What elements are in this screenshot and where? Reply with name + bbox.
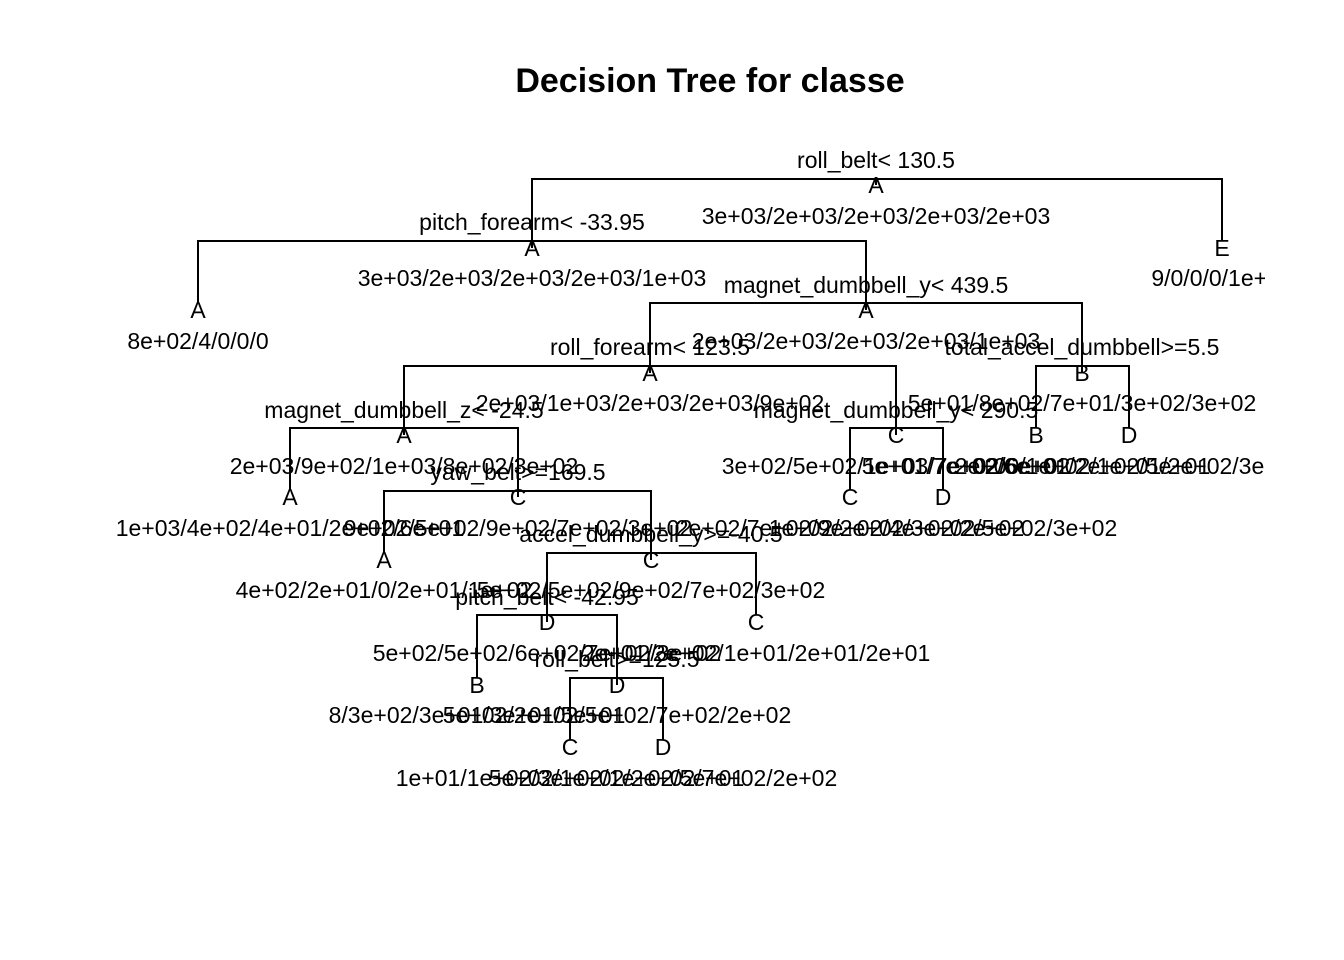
node-class-n43: D — [935, 484, 952, 510]
node-class-n4: A — [190, 297, 206, 323]
node-counts-n42: 2e+02/7e+02/9e+02/4e+02/2e+02 — [676, 515, 1025, 541]
split-label-roll-forearm: roll_forearm< 123.5 — [550, 334, 750, 360]
split-label-magnet-dumbbell-y: magnet_dumbbell_y< 439.5 — [724, 272, 1009, 298]
node-counts-n83: 5e+02/5e+02/9e+02/7e+02/3e+02 — [477, 577, 826, 603]
node-class-n11: B — [1074, 360, 1089, 386]
node-counts-n23: 2e+00/1e+02/1e+01/2e+02/3e+02 — [955, 453, 1304, 479]
node-class-n666: C — [562, 734, 579, 760]
node-class-n3: E — [1214, 235, 1229, 261]
node-class-n41: C — [510, 484, 527, 510]
edge-n21 — [849, 427, 944, 490]
split-label-accel-dumbbell-y: accel_dumbbell_y>=-40.5 — [519, 521, 782, 547]
edge-n10 — [403, 365, 897, 428]
split-label-yaw-belt: yaw_belt>=169.5 — [430, 459, 605, 485]
edge-n41 — [383, 490, 652, 553]
edge-n333 — [569, 677, 664, 740]
node-class-n667: D — [655, 734, 672, 760]
edge-n83 — [546, 552, 757, 615]
node-class-n10: A — [642, 360, 658, 386]
split-label-magnet-dumbbell-y-2: magnet_dumbbell_y< 290.5 — [754, 397, 1039, 423]
class-labels: A A E A A A B A C B D A C C D A C D C B … — [190, 172, 1229, 760]
node-class-root: A — [868, 172, 884, 198]
split-label-magnet-dumbbell-z: magnet_dumbbell_z< -24.5 — [264, 397, 543, 423]
node-counts-n667: 5e+02/1e+02/2e+02/7e+02/2e+02 — [489, 765, 838, 791]
node-class-n332: B — [469, 672, 484, 698]
edge-n20 — [289, 427, 519, 490]
node-class-n20: A — [396, 422, 412, 448]
node-counts-root: 3e+03/2e+03/2e+03/2e+03/2e+03 — [702, 203, 1051, 229]
node-class-n333: D — [609, 672, 626, 698]
node-counts-n2: 3e+03/2e+03/2e+03/2e+03/1e+03 — [358, 265, 707, 291]
node-class-n23: D — [1121, 422, 1138, 448]
node-counts-n11: 5e+01/8e+02/7e+01/3e+02/3e+02 — [908, 390, 1257, 416]
node-class-n166: D — [539, 609, 556, 635]
count-labels: 3e+03/2e+03/2e+03/2e+03/2e+03 3e+03/2e+0… — [116, 203, 1304, 791]
node-counts-n82: 4e+02/2e+01/0/2e+01/1e+02 — [236, 577, 533, 603]
edge-root — [531, 178, 1223, 241]
node-class-n2: A — [524, 235, 540, 261]
split-label-pitch-belt: pitch_belt< -42.95 — [455, 584, 639, 610]
tree-edges — [197, 178, 1223, 740]
split-label-roll-belt: roll_belt< 130.5 — [797, 147, 955, 173]
node-counts-n22: 5e+01/7e+02/6e+01/2e+02/5e+01 — [862, 453, 1211, 479]
node-counts-n41: 9e+02/5e+02/9e+02/7e+02/3e+02 — [344, 515, 693, 541]
diagram-title: Decision Tree for classe — [515, 62, 904, 100]
edge-n2 — [197, 240, 867, 303]
node-counts-n4: 8e+02/4/0/0/0 — [127, 328, 268, 354]
node-counts-n20: 2e+03/9e+02/1e+03/8e+02/3e+02 — [230, 453, 579, 479]
node-counts-n5: 2e+03/2e+03/2e+03/2e+03/1e+03 — [692, 328, 1041, 354]
split-labels: roll_belt< 130.5 pitch_forearm< -33.95 m… — [264, 147, 1219, 672]
node-counts-n40: 1e+03/4e+02/4e+01/2e+02/6e+01 — [116, 515, 465, 541]
node-counts-n21: 3e+02/5e+02/1e+03/7e+02/6e+02 — [722, 453, 1071, 479]
split-label-roll-belt-2: roll_belt>=125.5 — [535, 646, 700, 672]
node-counts-n10: 2e+03/1e+03/2e+03/2e+03/9e+02 — [476, 390, 825, 416]
node-class-n22: B — [1028, 422, 1043, 448]
node-class-n167: C — [748, 609, 765, 635]
node-counts-n666: 1e+01/1e+02/3e+02/1e+02/5e+01 — [396, 765, 745, 791]
node-class-n21: C — [888, 422, 905, 448]
node-class-n40: A — [282, 484, 298, 510]
node-counts-n43: 1e+02/2e+02/3e+02/5e+02/3e+02 — [769, 515, 1118, 541]
node-counts-n167: 2e+01/2e+02/1e+01/2e+01/2e+01 — [582, 640, 931, 666]
split-label-pitch-forearm: pitch_forearm< -33.95 — [419, 209, 645, 235]
node-counts-n3: 9/0/0/0/1e+03 — [1151, 265, 1292, 291]
split-label-total-accel-dumbbell: total_accel_dumbbell>=5.5 — [945, 334, 1220, 360]
edge-n5 — [649, 302, 1083, 366]
node-class-n82: A — [376, 547, 392, 573]
node-counts-n333: 5e+02/2e+02/5e+02/7e+02/2e+02 — [443, 702, 792, 728]
node-class-n5: A — [858, 297, 874, 323]
node-counts-n332: 8/3e+02/3e+01/3e+01/5e+01 — [329, 702, 626, 728]
edge-n166 — [476, 614, 618, 678]
node-counts-n166: 5e+02/5e+02/6e+02/7e+02/3e+02 — [373, 640, 722, 666]
node-class-n83: C — [643, 547, 660, 573]
edge-n11 — [1035, 365, 1130, 428]
node-class-n42: C — [842, 484, 859, 510]
